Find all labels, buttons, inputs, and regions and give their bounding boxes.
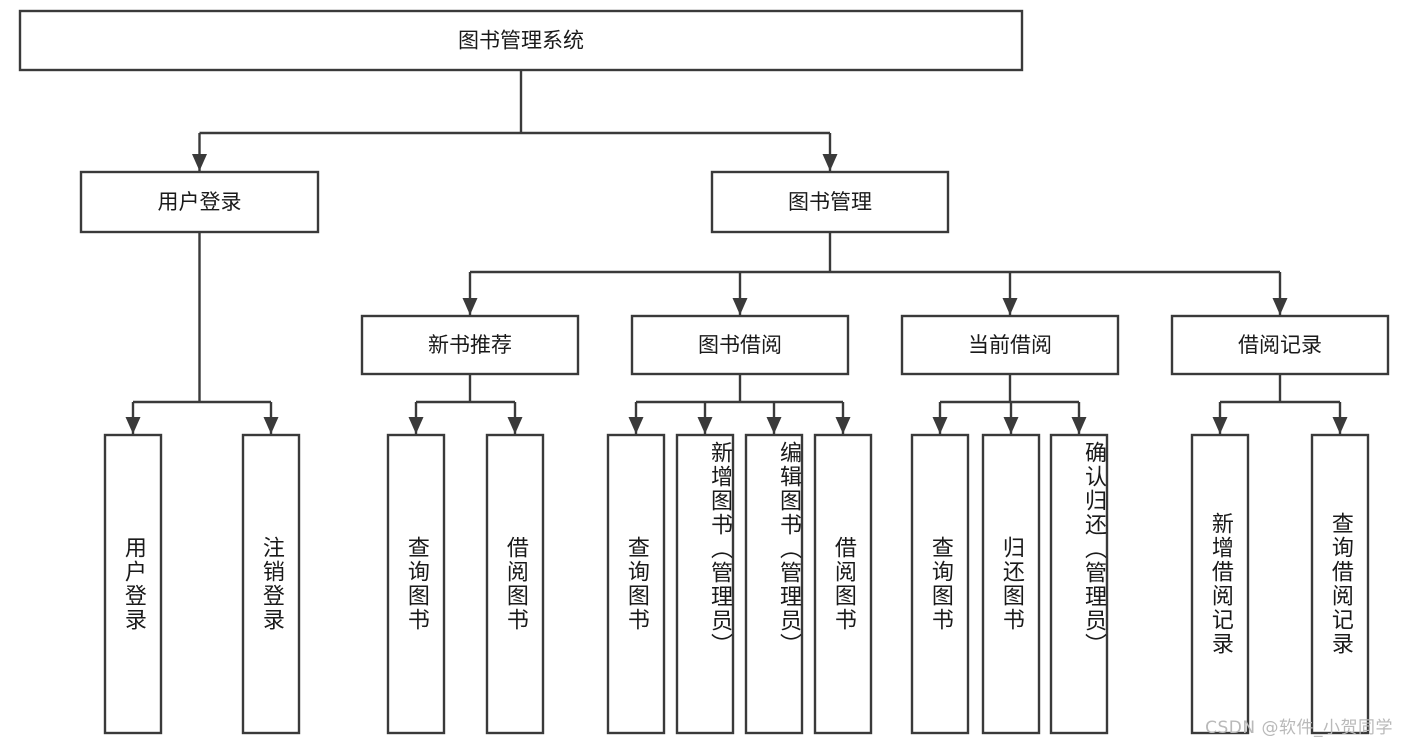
arrow-head-icon	[932, 417, 948, 434]
node-label-current-borrow: 当前借阅	[968, 333, 1052, 357]
arrow-head-icon	[507, 417, 523, 434]
arrow-head-icon	[1332, 417, 1348, 434]
node-leaf-user-login[interactable]	[103, 433, 163, 735]
node-leaf-query-book-1[interactable]	[386, 433, 446, 735]
arrow-head-icon	[408, 417, 424, 434]
node-leaf-edit-book[interactable]	[744, 433, 804, 735]
arrow-head-icon	[766, 417, 782, 434]
node-leaf-logout[interactable]	[241, 433, 301, 735]
node-label-user-login: 用户登录	[158, 190, 242, 214]
node-leaf-add-record[interactable]	[1190, 433, 1250, 735]
node-label-root: 图书管理系统	[458, 29, 584, 53]
arrow-head-icon	[462, 298, 478, 315]
arrow-head-icon	[1212, 417, 1228, 434]
node-leaf-query-book-3[interactable]	[910, 433, 970, 735]
arrow-head-icon	[822, 154, 838, 171]
node-label-new-book-rec: 新书推荐	[428, 333, 512, 357]
node-leaf-query-record[interactable]	[1310, 433, 1370, 735]
arrow-head-icon	[1071, 417, 1087, 434]
node-label-book-manage: 图书管理	[788, 190, 872, 214]
arrow-head-icon	[697, 417, 713, 434]
arrow-head-icon	[835, 417, 851, 434]
arrow-head-icon	[192, 154, 207, 171]
node-leaf-confirm-return[interactable]	[1049, 433, 1109, 735]
arrow-head-icon	[732, 298, 748, 315]
node-book-borrow[interactable]	[630, 314, 850, 376]
node-leaf-borrow-book-2[interactable]	[813, 433, 873, 735]
node-leaf-borrow-book-1[interactable]	[485, 433, 545, 735]
node-borrow-record[interactable]	[1170, 314, 1390, 376]
node-current-borrow[interactable]	[900, 314, 1120, 376]
node-leaf-query-book-2[interactable]	[606, 433, 666, 735]
csdn-watermark: CSDN @软件_小贺同学	[1205, 718, 1393, 738]
connectors-layer	[125, 70, 1348, 434]
node-label-book-borrow: 图书借阅	[698, 333, 782, 357]
node-new-book-rec[interactable]	[360, 314, 580, 376]
arrow-head-icon	[125, 417, 141, 434]
node-root[interactable]	[18, 9, 1024, 72]
node-user-login[interactable]	[79, 170, 320, 234]
arrow-head-icon	[1002, 298, 1018, 315]
arrow-head-icon	[263, 417, 279, 434]
arrow-head-icon	[1272, 298, 1288, 315]
arrow-head-icon	[628, 417, 644, 434]
node-book-manage[interactable]	[710, 170, 950, 234]
node-leaf-add-book[interactable]	[675, 433, 735, 735]
node-boxes-layer	[18, 9, 1390, 735]
node-label-borrow-record: 借阅记录	[1238, 333, 1322, 357]
node-leaf-return-book[interactable]	[981, 433, 1041, 735]
arrow-head-icon	[1003, 417, 1019, 434]
